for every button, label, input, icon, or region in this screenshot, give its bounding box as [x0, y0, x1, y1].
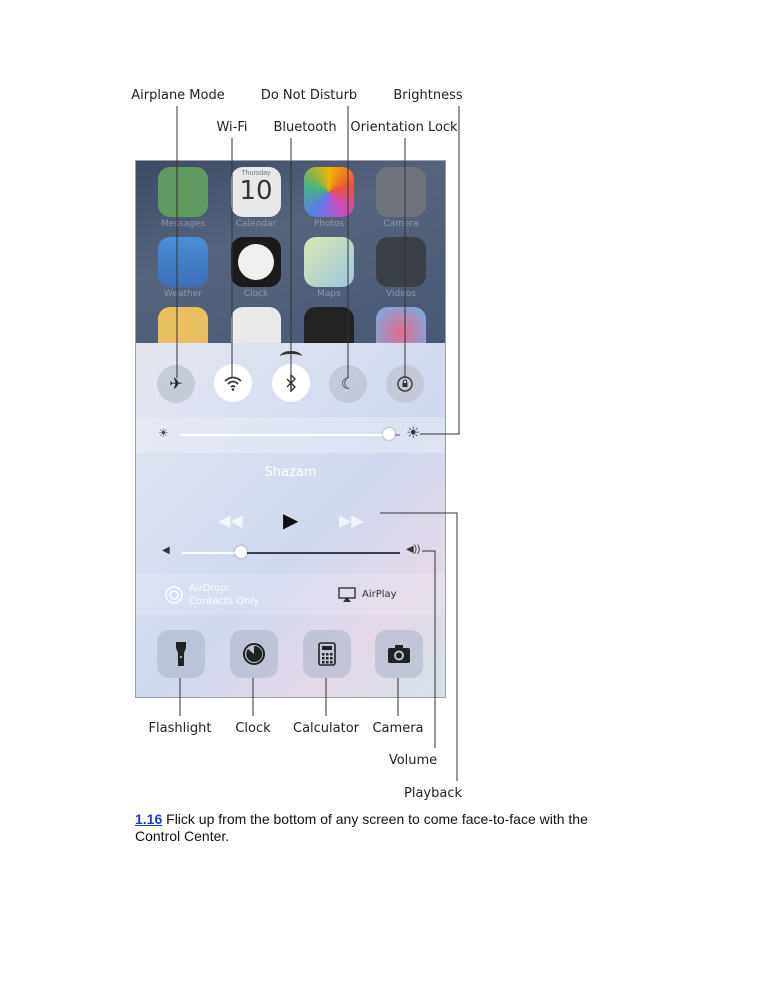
messages-app-icon — [158, 167, 208, 217]
airplane-mode-toggle[interactable]: ✈ — [157, 365, 195, 403]
phone-screenshot: Messages Thursday 10 Calendar Photos Cam… — [135, 160, 446, 698]
caption-text: Flick up from the bottom of any screen t… — [135, 811, 588, 844]
camera-icon — [388, 645, 410, 663]
app-label: Maps — [317, 289, 341, 299]
app-label: Photos — [313, 219, 345, 229]
airplane-mode-callout: Airplane Mode — [131, 88, 225, 103]
calculator-button[interactable] — [303, 630, 351, 678]
calendar-app-icon: Thursday 10 — [231, 167, 281, 217]
grabber-handle[interactable] — [280, 351, 302, 362]
clock-callout: Clock — [235, 721, 271, 736]
camera-app-icon — [376, 167, 426, 217]
app-label: Weather — [164, 289, 202, 299]
photos-app-icon — [304, 167, 354, 217]
wifi-icon — [224, 376, 242, 391]
flashlight-button[interactable] — [157, 630, 205, 678]
brightness-low-icon: ☀ — [158, 426, 169, 440]
app-label: Videos — [386, 289, 416, 299]
flashlight-callout: Flashlight — [148, 721, 212, 736]
fast-forward-button[interactable]: ▶▶ — [339, 513, 364, 530]
airdrop-label: AirDrop: — [189, 583, 231, 594]
playback-callout: Playback — [403, 786, 463, 801]
do-not-disturb-callout: Do Not Disturb — [260, 88, 358, 103]
app-label: Camera — [383, 219, 419, 229]
volume-high-icon: ◀)) — [406, 544, 421, 555]
volume-low-icon: ◀ — [162, 545, 170, 556]
timer-icon — [243, 643, 265, 665]
app-label: Clock — [243, 289, 269, 299]
calculator-callout: Calculator — [292, 721, 360, 736]
bluetooth-callout: Bluetooth — [273, 120, 337, 135]
weather-app-icon — [158, 237, 208, 287]
home-screen: Messages Thursday 10 Calendar Photos Cam… — [136, 161, 445, 357]
calendar-day: Thursday — [241, 170, 271, 177]
calendar-date: 10 — [239, 176, 273, 206]
orientation-lock-toggle[interactable] — [386, 365, 424, 403]
do-not-disturb-toggle[interactable]: ☾ — [329, 365, 367, 403]
brightness-callout: Brightness — [393, 88, 463, 103]
clock-app-icon — [231, 237, 281, 287]
wifi-callout: Wi-Fi — [216, 120, 248, 135]
camera-callout: Camera — [372, 721, 424, 736]
app-label: Messages — [160, 219, 206, 229]
figure-caption: 1.16 Flick up from the bottom of any scr… — [135, 811, 615, 845]
moon-icon: ☾ — [340, 376, 356, 393]
flashlight-icon — [176, 642, 186, 666]
brightness-slider-fill — [180, 434, 389, 436]
videos-app-icon — [376, 237, 426, 287]
airplane-icon: ✈ — [169, 376, 183, 393]
figure-number-link[interactable]: 1.16 — [135, 811, 163, 827]
bluetooth-icon — [286, 374, 296, 392]
airplay-icon — [338, 587, 356, 602]
orientation-lock-callout: Orientation Lock — [350, 120, 458, 135]
rewind-button[interactable]: ◀◀ — [218, 513, 243, 530]
brightness-slider-knob[interactable] — [383, 428, 395, 440]
now-playing-title: Shazam — [264, 465, 317, 480]
maps-app-icon — [304, 237, 354, 287]
volume-slider-knob[interactable] — [235, 546, 247, 558]
volume-slider-fill — [182, 552, 241, 554]
rotation-lock-icon — [397, 376, 413, 392]
app-label: Calendar — [235, 219, 277, 229]
volume-slider-track[interactable] — [182, 552, 400, 554]
airdrop-setting: Contacts Only — [189, 596, 260, 607]
airplay-button[interactable]: AirPlay — [362, 589, 397, 600]
volume-callout: Volume — [388, 753, 438, 768]
camera-button[interactable] — [375, 630, 423, 678]
wifi-toggle[interactable] — [214, 364, 252, 402]
clock-button[interactable] — [230, 630, 278, 678]
calculator-icon — [318, 642, 336, 666]
airdrop-button[interactable]: AirDrop: Contacts Only — [189, 582, 259, 608]
play-button[interactable]: ▶ — [283, 510, 299, 532]
bluetooth-toggle[interactable] — [272, 364, 310, 402]
airdrop-icon — [165, 586, 183, 604]
brightness-high-icon: ☀ — [406, 425, 421, 442]
